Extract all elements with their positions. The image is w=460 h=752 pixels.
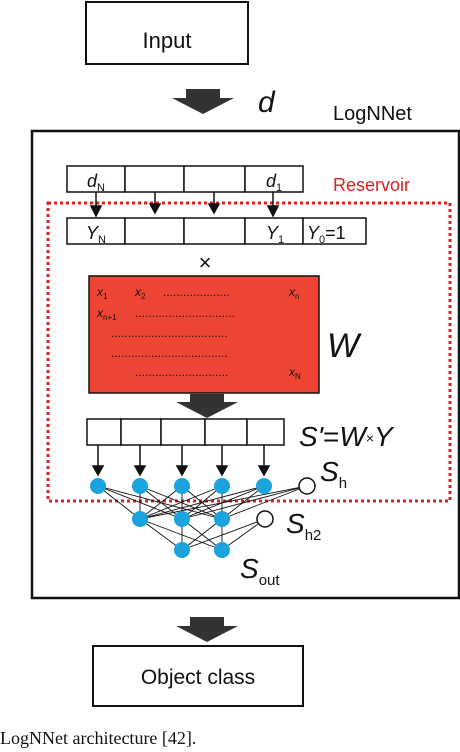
y-n-label: YN [86,223,106,246]
hidden-layer-2-node [132,511,148,527]
hidden-layer-1-node [132,478,148,494]
y-1-label: Y1 [266,223,284,246]
d-to-y-arrows [89,192,280,218]
svg-text:..............................: .............................. [135,306,235,320]
hidden-layer-2-node [174,511,190,527]
svg-text:xn: xn [288,285,299,301]
s-out-label: Sout [240,553,280,589]
network-connection [139,518,183,551]
network-connection [139,485,265,520]
input-arrow-icon [172,89,234,114]
y-row [66,217,367,245]
s-h-label: Sh [320,456,347,492]
d-n-label: dN [87,171,105,194]
output-arrow-icon [176,617,238,642]
network-connection [181,485,308,520]
svg-text:..............................: ................................... [111,326,228,340]
d-row [66,165,304,193]
bias-node-1 [298,477,316,495]
output-node [214,542,230,558]
s-prime-row [86,418,285,446]
svg-text:....................: .................... [163,285,230,299]
network-connection [221,485,308,520]
lognnet-box [30,129,460,600]
network-connection [221,518,266,551]
hidden-layer-1-node [256,478,272,494]
matrix-arrow-icon [176,394,238,418]
network-connection [139,518,223,551]
sprime-to-neuron-arrows [91,445,271,477]
network-connection [139,485,223,520]
figure-caption: LogNNet architecture [42]. [0,728,197,748]
hidden-layer-1-node [90,478,106,494]
y-0-label: Y0=1 [307,223,346,246]
network-connection [181,518,266,551]
multiply-sign: × [199,250,212,275]
hidden-layer-1-node [174,478,190,494]
w-matrix-entries: x1 x2 .................... xn xn+1 .....… [96,285,301,381]
svg-text:x2: x2 [134,285,146,301]
svg-text:xN: xN [288,365,301,381]
reservoir-label: Reservoir [333,175,410,195]
network-connection [139,485,308,520]
d-1-label: d1 [266,171,282,194]
hidden-layer-1-node [214,478,230,494]
network-connection [181,518,223,551]
bias-node-2 [256,510,274,528]
input-label: Input [143,28,192,53]
svg-text:..............................: ................................... [111,346,228,360]
svg-text:............................: ............................ [135,365,228,379]
hidden-layer-2-node [214,511,230,527]
output-node [174,542,190,558]
input-arrow-label: d [258,86,276,119]
svg-text:xn+1: xn+1 [96,306,117,322]
s-h2-label: Sh2 [286,508,321,544]
svg-text:x1: x1 [96,285,108,301]
network-connection [139,485,183,520]
w-label: W [327,327,362,365]
w-matrix [88,275,320,394]
model-title: LogNNet [333,103,412,125]
s-prime-equation: S'=W×Y [299,421,395,452]
network-connections [97,485,308,551]
output-box [92,645,304,707]
network-nodes [90,477,316,558]
input-box [85,1,249,65]
network-connection [97,485,141,520]
output-label: Object class [141,666,255,689]
